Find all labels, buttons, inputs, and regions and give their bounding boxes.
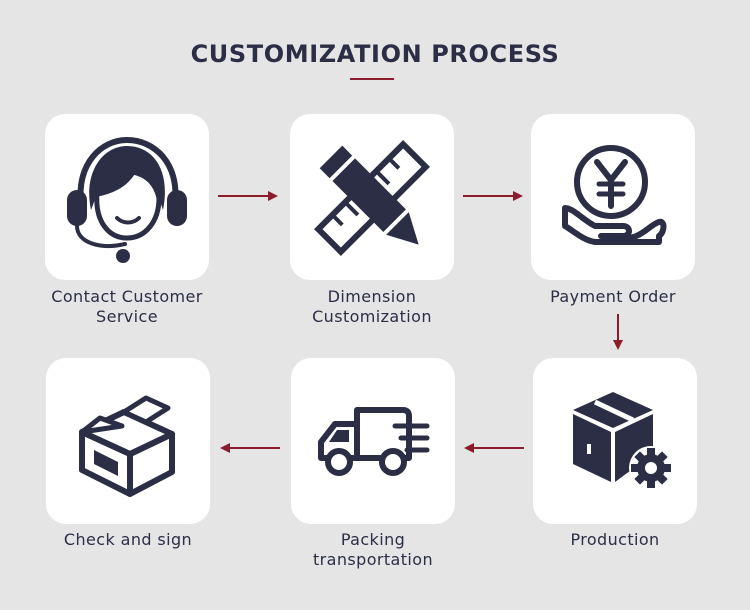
yen-coin-hand-icon	[562, 145, 667, 245]
arrow-right-icon	[218, 191, 278, 201]
step-label-payment-order: Payment Order	[518, 287, 708, 307]
step-label-line: transportation	[313, 550, 433, 569]
title-underline	[350, 78, 394, 80]
page-title: CUSTOMIZATION PROCESS	[190, 40, 560, 68]
step-label-production: Production	[520, 530, 710, 550]
step-label-line: Check and sign	[63, 530, 193, 549]
pencil-ruler-icon	[314, 140, 430, 256]
box-gear-icon	[573, 392, 673, 490]
step-label-line: Production	[570, 530, 660, 549]
step-label-line: Customization	[312, 307, 432, 326]
step-card-contact-customer-service	[45, 114, 209, 280]
step-label-line: Packing	[340, 530, 406, 549]
arrow-left-icon	[220, 443, 280, 453]
delivery-truck-icon	[318, 407, 430, 476]
step-label-line: Dimension	[327, 287, 417, 306]
arrow-down-icon	[613, 314, 623, 350]
open-box-icon	[79, 395, 175, 497]
step-card-dimension-customization	[290, 114, 454, 280]
arrow-right-icon	[463, 191, 523, 201]
headset-agent-icon	[67, 136, 187, 263]
arrow-left-icon	[464, 443, 524, 453]
step-label-line: Contact Customer	[51, 287, 203, 306]
step-card-payment-order	[531, 114, 695, 280]
step-label-line: Payment Order	[550, 287, 676, 306]
step-label-contact-customer-service: Contact Customer Service	[32, 287, 222, 327]
step-label-check-and-sign: Check and sign	[33, 530, 223, 550]
step-label-line: Service	[96, 307, 158, 326]
step-label-dimension-customization: Dimension Customization	[277, 287, 467, 327]
step-label-packing-transportation: Packing transportation	[278, 530, 468, 570]
step-card-packing-transportation	[291, 358, 455, 524]
step-card-check-and-sign	[46, 358, 210, 524]
step-card-production	[533, 358, 697, 524]
